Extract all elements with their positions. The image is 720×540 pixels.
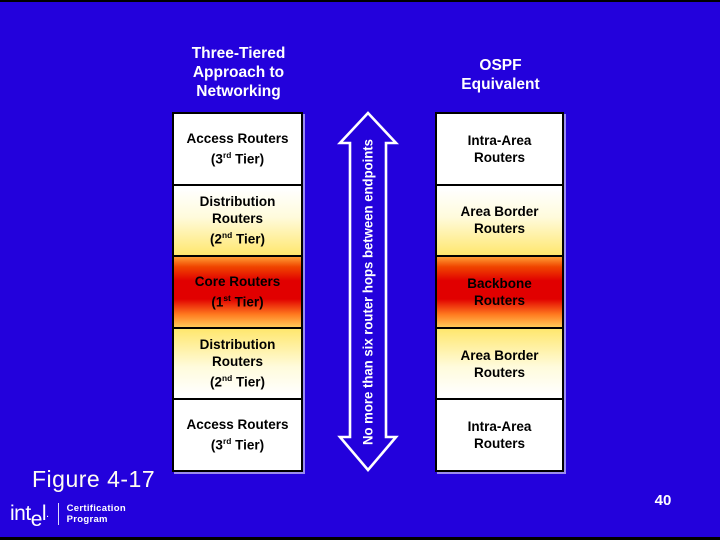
tier-ordinal-suffix: st (223, 293, 231, 304)
box-intra-area-routers-top: Intra-Area Routers (437, 114, 562, 186)
tier-text: Tier) (232, 374, 265, 390)
tier-ordinal-suffix: rd (222, 436, 232, 447)
box-access-routers-top: Access Routers (3rd Tier) (174, 114, 301, 186)
box-label: Core Routers (194, 274, 281, 290)
tier-text: (2 (210, 374, 223, 390)
program-line: Program (66, 514, 108, 525)
tier-text: Tier) (231, 151, 265, 167)
box-distribution-routers-bottom: Distribution Routers (2nd Tier) (174, 328, 301, 401)
tier-text: (3 (210, 437, 223, 453)
certification-line: Certification (66, 503, 126, 514)
box-backbone-routers: Backbone Routers (437, 257, 562, 329)
box-area-border-routers-bottom: Area Border Routers (437, 328, 562, 401)
tier-label: (3rd Tier) (211, 147, 264, 168)
box-label: Distribution Routers (199, 194, 276, 227)
box-core-routers: Core Routers (1st Tier) (174, 257, 301, 329)
three-tier-column: Access Routers (3rd Tier) Distribution R… (172, 112, 303, 472)
tier-label: (2nd Tier) (210, 370, 265, 391)
tier-label: (1st Tier) (211, 290, 263, 311)
footer-divider (57, 503, 59, 525)
logo-text: l (41, 502, 47, 525)
ospf-equivalent-column: Intra-Area Routers Area Border Routers B… (435, 112, 564, 472)
tier-text: (1 (211, 294, 224, 310)
box-intra-area-routers-bottom: Intra-Area Routers (437, 400, 562, 470)
page-number: 40 (654, 492, 672, 509)
logo-dot: . (46, 508, 49, 520)
slide-edge-bottom (0, 537, 720, 540)
figure-caption: Figure 4-17 (32, 466, 156, 492)
double-arrow-shape (337, 111, 399, 473)
double-headed-arrow: No more than six router hops between end… (337, 111, 399, 473)
logo-text: int (10, 502, 31, 525)
box-label: Backbone Routers (467, 275, 532, 308)
tier-text: (2 (210, 231, 223, 247)
tier-ordinal-suffix: nd (222, 373, 233, 384)
tier-ordinal-suffix: nd (222, 230, 233, 241)
box-label: Area Border Routers (460, 204, 539, 237)
arrow-label: No more than six router hops between end… (361, 139, 376, 445)
box-area-border-routers-top: Area Border Routers (437, 185, 562, 258)
box-label: Intra-Area Routers (467, 132, 532, 165)
box-access-routers-bottom: Access Routers (3rd Tier) (174, 400, 301, 470)
left-column-title: Three-Tiered Approach to Networking (191, 45, 286, 100)
tier-label: (3rd Tier) (211, 433, 264, 454)
box-label: Access Routers (186, 417, 289, 433)
right-column-title: OSPF Equivalent (461, 57, 540, 93)
tier-label: (2nd Tier) (210, 227, 265, 248)
logo-dropped-e: e (30, 508, 43, 531)
tier-text: Tier) (230, 294, 264, 310)
tier-ordinal-suffix: rd (222, 150, 232, 161)
box-label: Intra-Area Routers (467, 419, 532, 452)
tier-text: Tier) (232, 231, 265, 247)
box-label: Access Routers (186, 131, 289, 147)
tier-text: Tier) (231, 437, 265, 453)
box-distribution-routers-top: Distribution Routers (2nd Tier) (174, 185, 301, 258)
certification-program-label: Certification Program (67, 503, 126, 525)
tier-text: (3 (210, 151, 223, 167)
box-label: Distribution Routers (199, 337, 276, 370)
box-label: Area Border Routers (460, 347, 539, 380)
slide-edge-top (0, 0, 720, 2)
